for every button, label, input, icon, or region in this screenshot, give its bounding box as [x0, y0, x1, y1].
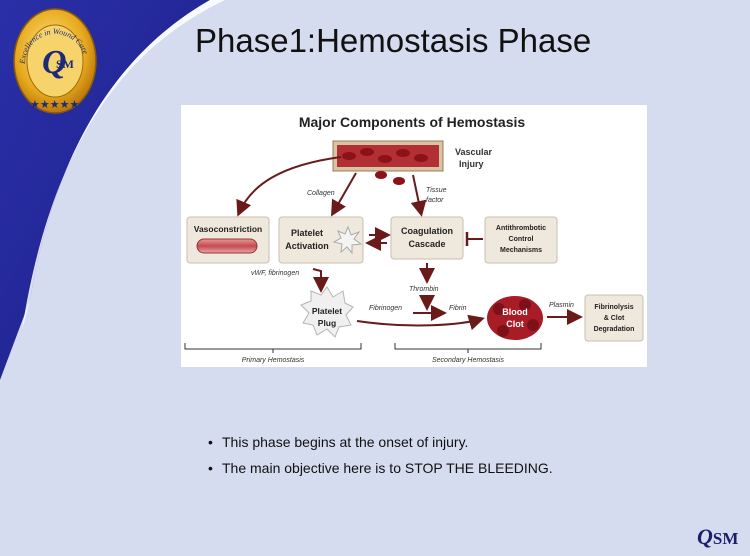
antithrombotic-label-1: Antithrombotic: [496, 225, 546, 232]
coagulation-label-1: Coagulation: [401, 226, 453, 236]
antithrombotic-label-3: Mechanisms: [500, 247, 542, 254]
label-plasmin: Plasmin: [549, 302, 574, 309]
bracket-secondary: [394, 343, 542, 353]
badge-sm: SM: [56, 57, 74, 71]
label-thrombin: Thrombin: [409, 286, 439, 293]
hemostasis-diagram: Major Components of Hemostasis Vascular …: [181, 105, 647, 367]
badge-q: Q: [42, 44, 67, 81]
platelet-plug-label-1: Platelet: [312, 306, 342, 316]
label-secondary-hemostasis: Secondary Hemostasis: [432, 357, 504, 364]
platelet-plug-icon: [300, 286, 354, 338]
label-fibrinogen: Fibrinogen: [369, 305, 402, 312]
label-fibrin: Fibrin: [449, 305, 467, 312]
qsm-badge-logo: Excellence in Wound Care Q SM ★★★★★: [13, 8, 97, 114]
slide-title: Phase1:Hemostasis Phase: [195, 22, 592, 59]
bullet-item: • This phase begins at the onset of injur…: [208, 434, 553, 450]
vascular-injury-illustration: [332, 140, 444, 185]
blood-clot-label-1: Blood: [502, 307, 528, 317]
antithrombotic-box: [484, 216, 558, 264]
bullet-item: • The main objective here is to STOP THE …: [208, 460, 553, 476]
fibrinolysis-label-2: & Clot: [604, 315, 625, 322]
blood-clot-icon: [487, 296, 543, 340]
label-primary-hemostasis: Primary Hemostasis: [242, 357, 305, 364]
vascular-injury-label-2: Injury: [459, 159, 484, 169]
bullet-text-1: This phase begins at the onset of injury…: [222, 434, 469, 450]
antithrombotic-label-2: Control: [509, 236, 534, 243]
arrow-injury-vasoconstriction: [236, 156, 342, 217]
arrow-plug-to-clot: [356, 314, 485, 331]
label-vwf: vWF, fibrinogen: [251, 270, 299, 277]
coagulation-label-2: Cascade: [408, 239, 445, 249]
bullet-text-2: The main objective here is to STOP THE B…: [222, 460, 553, 476]
platelet-plug-label-2: Plug: [318, 318, 336, 328]
constricted-vessel-icon: [196, 238, 258, 254]
coagulation-cascade-box: [390, 216, 464, 260]
platelet-activation-label-1: Platelet: [291, 228, 323, 238]
blood-clot-label-2: Clot: [506, 319, 524, 329]
bracket-primary: [184, 343, 362, 353]
badge-stars: ★★★★★: [30, 99, 79, 111]
diagram-title: Major Components of Hemostasis: [299, 114, 526, 130]
vasoconstriction-label: Vasoconstriction: [194, 224, 263, 234]
footer-logo-sm: SM: [712, 529, 739, 548]
label-tissue: Tissue: [426, 187, 447, 194]
arrow-injury-platelet: [331, 172, 357, 217]
bullet-list: • This phase begins at the onset of injur…: [208, 434, 553, 486]
label-factor: factor: [426, 197, 444, 204]
bullet-dot: •: [208, 460, 213, 476]
fibrinolysis-label-1: Fibrinolysis: [594, 304, 633, 311]
fibrinolysis-box: [584, 294, 644, 342]
platelet-activation-label-2: Activation: [285, 241, 329, 251]
footer-logo-q: Q: [697, 524, 713, 549]
arrow-injury-coagulation: [410, 174, 427, 217]
vascular-injury-label-1: Vascular: [455, 147, 493, 157]
bullet-dot: •: [208, 434, 213, 450]
activated-platelet-icon: [332, 225, 363, 255]
arrow-to-platelet-plug: [312, 268, 329, 293]
footer-qsm-logo: QSM: [697, 524, 738, 550]
label-collagen: Collagen: [307, 190, 335, 197]
fibrinolysis-label-3: Degradation: [594, 326, 635, 333]
